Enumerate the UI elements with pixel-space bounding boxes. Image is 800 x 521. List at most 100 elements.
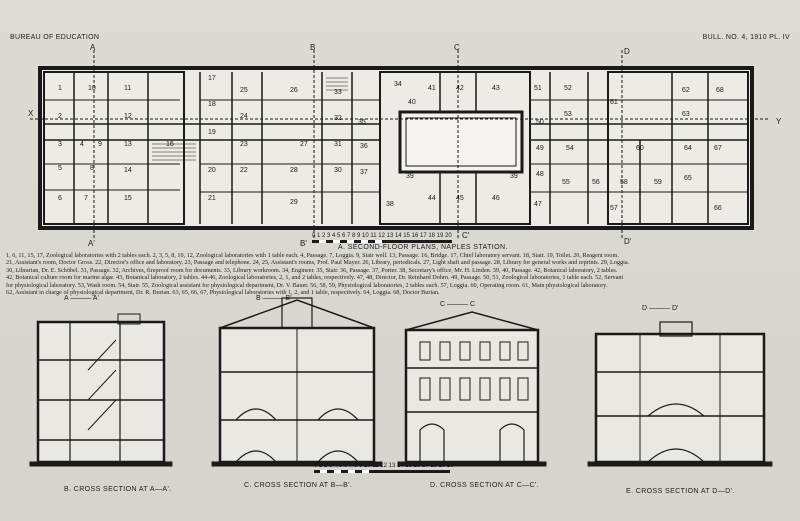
room-label: 15 xyxy=(124,195,132,202)
room-label: 62 xyxy=(682,87,690,94)
room-label: 61 xyxy=(610,99,618,106)
caption-section-c: C. CROSS SECTION AT B—B'. xyxy=(244,482,353,489)
room-label: 14 xyxy=(124,167,132,174)
room-label: 48 xyxy=(536,171,544,178)
section-d-drawing xyxy=(397,311,547,467)
room-numbers: 1 2 3 4 5 6 7 8 9 10 11 12 13 14 15 16 1… xyxy=(58,75,724,212)
room-label: 63 xyxy=(682,111,690,118)
room-label: 47 xyxy=(534,201,542,208)
room-label: 37 xyxy=(360,169,368,176)
room-label: 40 xyxy=(408,99,416,106)
room-legend: 1, 6, 11, 15, 17, Zoological laboratorie… xyxy=(6,252,794,296)
section-c-drawing xyxy=(211,297,383,467)
section-b-marker: B ——— B' xyxy=(256,295,292,302)
room-label: 20 xyxy=(208,167,216,174)
room-label: 34 xyxy=(394,81,402,88)
marker-b-prime: B' xyxy=(300,239,307,248)
room-label: 18 xyxy=(208,101,216,108)
room-label: 21 xyxy=(208,195,216,202)
section-d-marker: D ——— D' xyxy=(642,305,678,312)
room-label: 68 xyxy=(716,87,724,94)
marker-d: D xyxy=(624,47,630,56)
legend-line: for physiological laboratory. 53, Wash r… xyxy=(6,281,608,289)
room-label: 5 xyxy=(58,165,62,172)
caption-section-b: B. CROSS SECTION AT A—A'. xyxy=(64,486,172,493)
room-label: 42 xyxy=(456,85,464,92)
section-b-drawing xyxy=(29,313,173,467)
legend-line: 42, Botanical culture room for marine al… xyxy=(6,274,624,282)
room-label: 10 xyxy=(88,85,96,92)
room-label: 25 xyxy=(240,87,248,94)
plan-scale-labels: 0 1 2 3 4 5 6 7 8 9 10 11 12 13 14 15 16… xyxy=(312,233,452,239)
room-label: 64 xyxy=(684,145,692,152)
caption-section-e: E. CROSS SECTION AT D—D'. xyxy=(626,488,735,495)
room-label: 7 xyxy=(84,195,88,202)
section-a-marker: A ——— A' xyxy=(64,295,99,302)
marker-b: B xyxy=(310,43,315,52)
room-label: 52 xyxy=(564,85,572,92)
legend-line: 1, 6, 11, 15, 17, Zoological laboratorie… xyxy=(6,252,619,259)
legend-line: 21, Assistant's room, Doctor Gross. 22, … xyxy=(6,259,630,267)
marker-a-prime: A' xyxy=(88,239,95,248)
room-label: 45 xyxy=(456,195,464,202)
room-label: 23 xyxy=(240,141,248,148)
room-label: 28 xyxy=(290,167,298,174)
room-label: 66 xyxy=(714,205,722,212)
room-label: 55 xyxy=(562,179,570,186)
room-label: 13 xyxy=(124,141,132,148)
section-scale-labels: 0 1 2 3 4 5 6 7 8 9 10 11 12 13 14 15 16… xyxy=(314,463,454,469)
marker-d-prime: D' xyxy=(624,237,632,246)
room-label: 44 xyxy=(428,195,436,202)
header-bulletin: BULL. NO. 4, 1910 PL. IV xyxy=(702,34,790,41)
room-label: 31 xyxy=(334,141,342,148)
room-label: 22 xyxy=(240,167,248,174)
room-label: 49 xyxy=(536,145,544,152)
marker-c: C xyxy=(454,43,460,52)
room-label: 9 xyxy=(98,141,102,148)
plan-title: A. SECOND-FLOOR PLANS, NAPLES STATION. xyxy=(338,244,508,251)
central-block xyxy=(379,71,531,225)
marker-a: A xyxy=(90,43,96,52)
room-label: 12 xyxy=(124,113,132,120)
legend-line: 62, Assistant in charge of physiological… xyxy=(6,289,440,297)
room-label: 17 xyxy=(208,75,216,82)
room-label: 30 xyxy=(334,167,342,174)
room-label: 24 xyxy=(240,113,248,120)
room-label: 35 xyxy=(358,119,366,126)
room-label: 54 xyxy=(566,145,574,152)
plan-scale-bar xyxy=(312,240,452,243)
room-label: 26 xyxy=(290,87,298,94)
section-scale-bar xyxy=(314,470,450,473)
east-pavilion xyxy=(607,71,749,225)
room-label: 3 xyxy=(58,141,62,148)
room-label: 53 xyxy=(564,111,572,118)
room-label: 6 xyxy=(58,195,62,202)
caption-section-d: D. CROSS SECTION AT C—C'. xyxy=(430,482,540,489)
room-label: 8 xyxy=(90,165,94,172)
room-label: 50 xyxy=(536,119,544,126)
room-label: 1 xyxy=(58,85,62,92)
room-label: 46 xyxy=(492,195,500,202)
room-label: 39 xyxy=(406,173,414,180)
room-label: 33 xyxy=(334,89,342,96)
room-label: 38 xyxy=(386,201,394,208)
section-c-marker: C ——— C xyxy=(440,301,475,308)
room-label: 43 xyxy=(492,85,500,92)
room-label: 4 xyxy=(80,141,84,148)
room-label: 2 xyxy=(58,113,62,120)
room-label: 67 xyxy=(714,145,722,152)
central-court xyxy=(398,110,524,174)
legend-line: 30, Librarian, Dr. E. Schöbel. 31, Passa… xyxy=(6,266,618,274)
room-label: 60 xyxy=(636,145,644,152)
room-label: 11 xyxy=(124,85,131,92)
room-label: 41 xyxy=(428,85,436,92)
room-label: 56 xyxy=(592,179,600,186)
room-label: 27 xyxy=(300,141,308,148)
marker-y: Y xyxy=(776,117,782,126)
room-label: 29 xyxy=(290,199,298,206)
room-label: 51 xyxy=(534,85,542,92)
room-label: 16 xyxy=(166,141,174,148)
marker-c-prime: C' xyxy=(462,231,470,240)
